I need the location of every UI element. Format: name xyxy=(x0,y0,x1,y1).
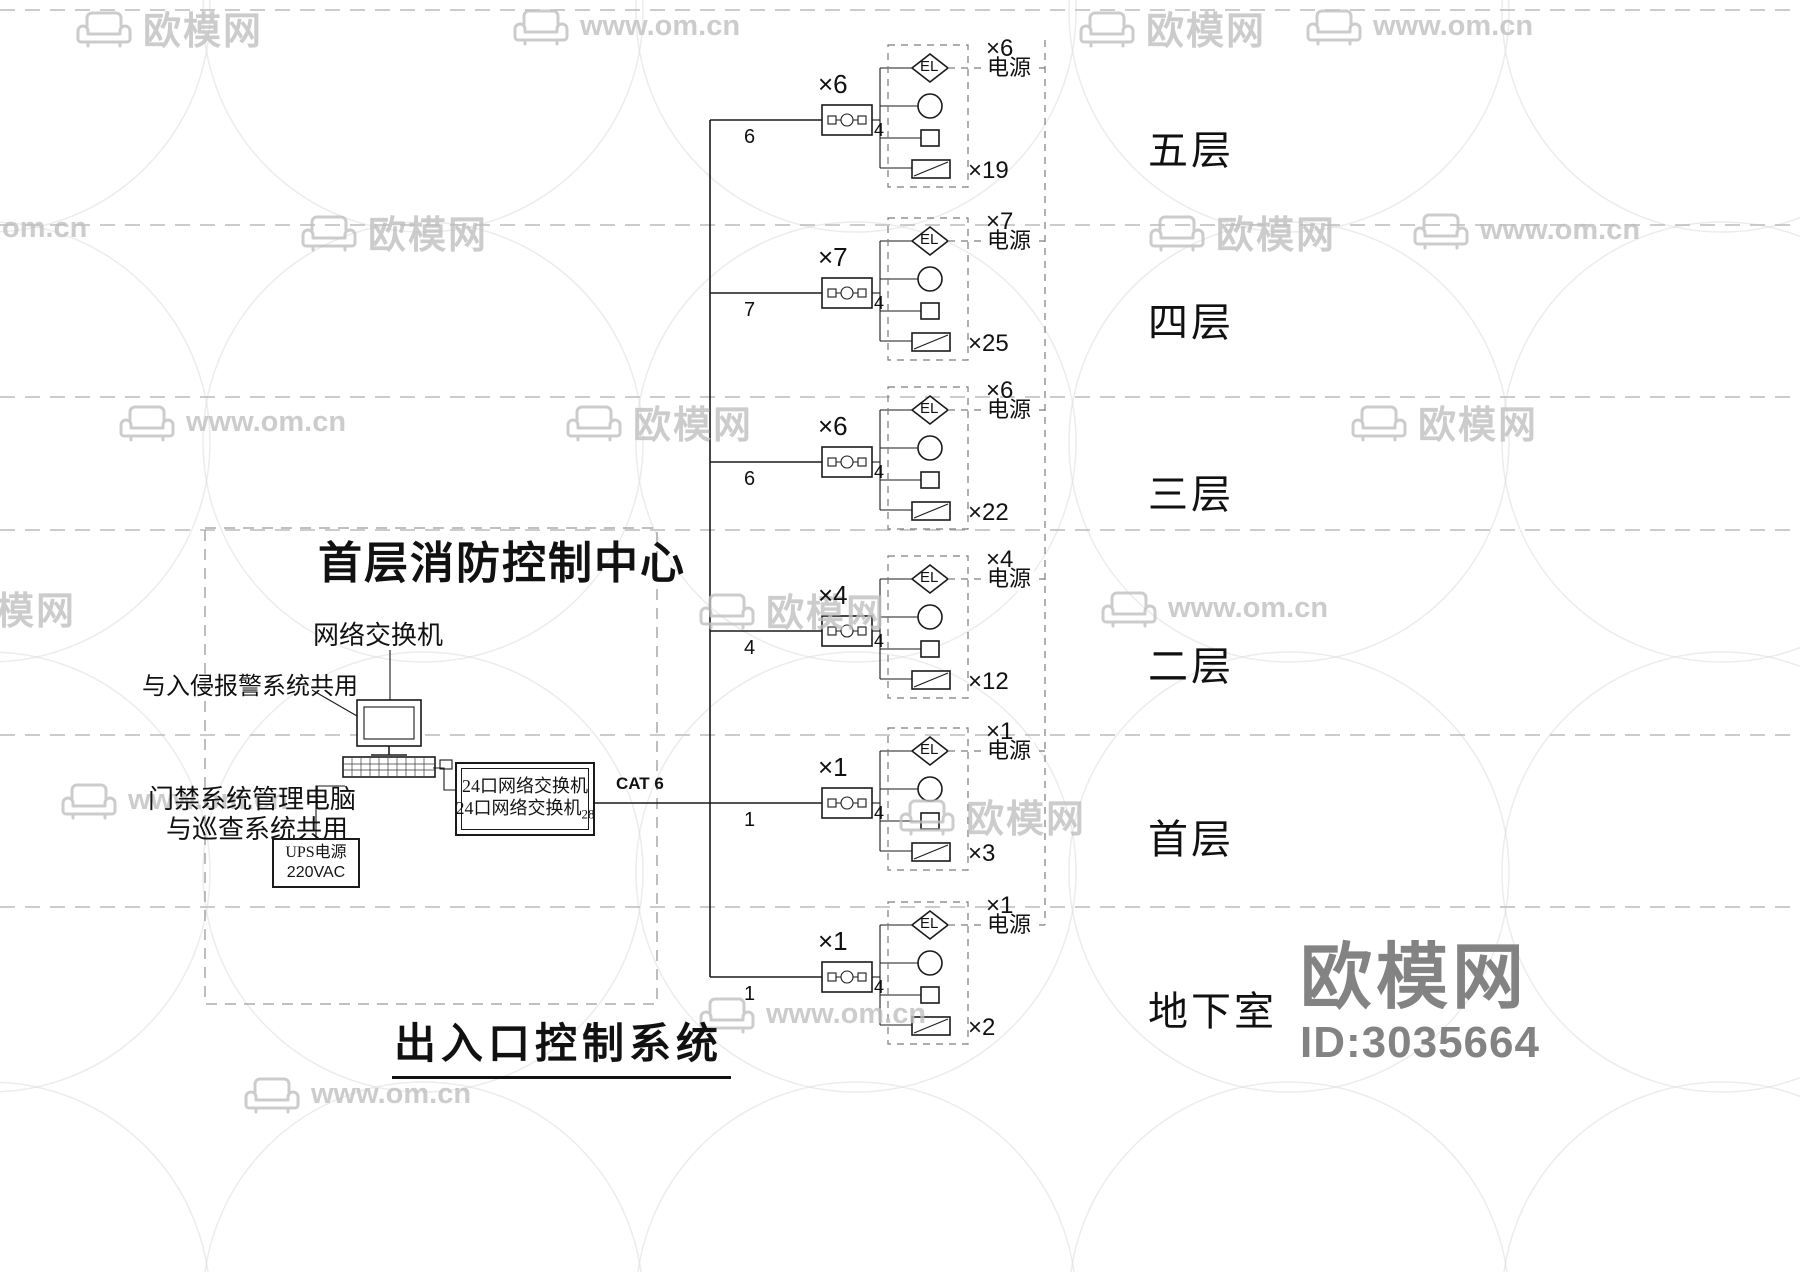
power-supply-label: 电源 xyxy=(984,738,1035,764)
branch-cable-count: 6 xyxy=(744,126,756,148)
el-label: EL xyxy=(920,741,939,758)
floor-name-label: 首层 xyxy=(1148,817,1234,862)
branch-cable-count: 6 xyxy=(744,468,756,490)
power-supply-label: 电源 xyxy=(984,397,1035,423)
shared-alarm-system-label: 与入侵报警系统共用 xyxy=(142,674,358,700)
access-computer-label-line1: 门禁系统管理电脑 xyxy=(148,785,357,814)
power-supply-label: 电源 xyxy=(984,566,1035,592)
controller-port-label: 4 xyxy=(874,462,885,482)
branch-cable-count: 1 xyxy=(744,983,756,1005)
floor-name-label: 四层 xyxy=(1148,300,1234,345)
site-id-text: ID:3035664 xyxy=(1300,1018,1540,1067)
device-count-label: ×19 xyxy=(968,157,1009,184)
el-label: EL xyxy=(920,915,939,932)
device-count-label: ×2 xyxy=(968,1014,996,1041)
floor-name-label: 地下室 xyxy=(1148,989,1277,1034)
switch-label-line1: 24口网络交换机 xyxy=(462,775,588,796)
power-supply-label: 电源 xyxy=(984,55,1035,81)
controller-port-label: 4 xyxy=(874,293,885,313)
power-supply-label: 电源 xyxy=(984,228,1035,254)
el-label: EL xyxy=(920,58,939,75)
ups-label-line2: 220VAC xyxy=(286,864,346,881)
power-supply-label: 电源 xyxy=(984,912,1035,938)
control-center-title: 首层消防控制中心 xyxy=(318,539,686,588)
floor-name-label: 五层 xyxy=(1148,128,1234,173)
controller-count-label: ×6 xyxy=(818,69,848,99)
controller-count-label: ×4 xyxy=(818,580,848,610)
controller-port-label: 4 xyxy=(874,120,885,140)
el-label: EL xyxy=(920,231,939,248)
switch-label-line2: 24口网络交换机28 xyxy=(455,798,595,822)
24port-switch-box: 24口网络交换机 24口网络交换机28 xyxy=(455,762,595,836)
device-count-label: ×3 xyxy=(968,840,996,867)
controller-count-label: ×7 xyxy=(818,242,848,272)
branch-cable-count: 1 xyxy=(744,809,756,831)
cable-type-label: CAT 6 xyxy=(616,774,664,793)
floor-name-label: 二层 xyxy=(1148,644,1234,689)
controller-port-label: 4 xyxy=(874,977,885,997)
site-logo-text: 欧模网 xyxy=(1300,938,1529,1018)
device-count-label: ×22 xyxy=(968,499,1009,526)
el-label: EL xyxy=(920,400,939,417)
controller-count-label: ×1 xyxy=(818,926,848,956)
diagram-title: 出入口控制系统 xyxy=(392,1022,732,1080)
controller-port-label: 4 xyxy=(874,631,885,651)
device-count-label: ×12 xyxy=(968,668,1009,695)
controller-count-label: ×1 xyxy=(818,752,848,782)
network-switch-label: 网络交换机 xyxy=(313,621,444,650)
ups-label-line1: UPS电源 xyxy=(285,844,347,861)
el-label: EL xyxy=(920,569,939,586)
controller-count-label: ×6 xyxy=(818,411,848,441)
controller-port-label: 4 xyxy=(874,803,885,823)
24port-switch-inner: 24口网络交换机 24口网络交换机28 xyxy=(456,768,595,830)
ups-power-box: UPS电源 220VAC xyxy=(272,838,360,888)
site-brand: 欧模网 ID:3035664 xyxy=(1300,942,1540,1068)
device-count-label: ×25 xyxy=(968,330,1009,357)
switch-subscript: 28 xyxy=(581,806,595,822)
branch-cable-count: 4 xyxy=(744,637,756,659)
branch-cable-count: 7 xyxy=(744,299,756,321)
floor-name-label: 三层 xyxy=(1148,472,1234,517)
